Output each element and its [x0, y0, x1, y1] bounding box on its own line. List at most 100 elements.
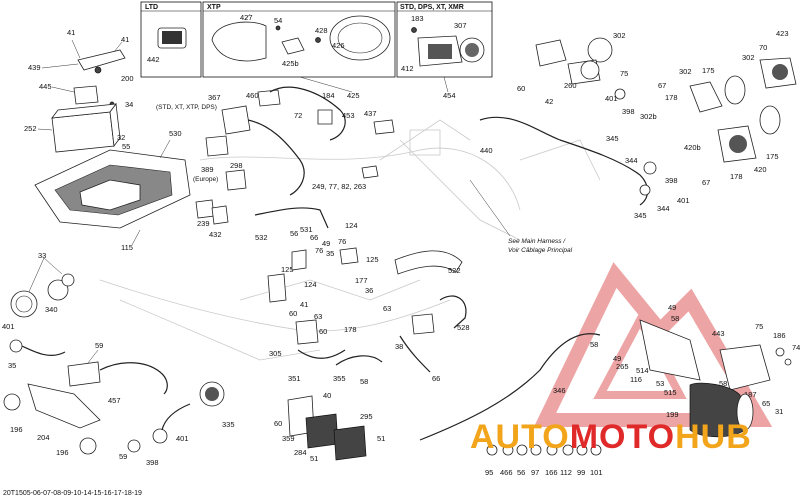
callout-443: 443 [712, 329, 725, 338]
callout-56-b: 56 [517, 468, 525, 477]
callout-515: 515 [664, 388, 677, 397]
callout-420: 420 [754, 165, 767, 174]
variant-box-xtp: XTP 427 54 425b 428 426 [202, 1, 396, 78]
callout-55: 55 [122, 142, 130, 151]
callout-439: 439 [28, 63, 41, 72]
callout-125-b: 125 [366, 255, 379, 264]
callout-187: 187 [744, 390, 757, 399]
variant-box-std: STD, DPS, XT, XMR 183 307 412 [396, 1, 493, 78]
callout-72: 72 [294, 111, 302, 120]
callout-166: 166 [545, 468, 558, 477]
callout-389: 389 [201, 165, 214, 174]
callout-344-b: 344 [625, 156, 638, 165]
callout-32: 32 [117, 133, 125, 142]
callout-101: 101 [590, 468, 603, 477]
callout-340: 340 [45, 305, 58, 314]
callout-51-b: 51 [377, 434, 385, 443]
callout-514: 514 [636, 366, 649, 375]
visor-427-shape [211, 21, 267, 62]
callout-66-b: 66 [432, 374, 440, 383]
callout-412: 412 [401, 64, 414, 73]
callout-35: 35 [326, 249, 334, 258]
callout-532: 532 [255, 233, 268, 242]
callout-125: 125 [281, 265, 294, 274]
callout-65: 65 [762, 399, 770, 408]
callout-398-r2: 398 [665, 176, 678, 185]
callout-186: 186 [773, 331, 786, 340]
note-europe: (Europe) [193, 176, 218, 183]
callout-426: 426 [332, 41, 345, 50]
callout-428: 428 [315, 26, 328, 35]
callout-51: 51 [310, 454, 318, 463]
callout-401-r: 401 [605, 94, 618, 103]
callout-423: 423 [776, 29, 789, 38]
callout-401-r2: 401 [677, 196, 690, 205]
callout-95: 95 [485, 468, 493, 477]
callout-298: 298 [230, 161, 243, 170]
note-367-models: (STD, XT, XTP, DPS) [156, 104, 217, 111]
callout-351: 351 [288, 374, 301, 383]
watermark-part3: HUB [675, 418, 752, 456]
callout-178-r: 178 [665, 93, 678, 102]
note-see-main-harness-fr: Voir Câblage Principal [508, 247, 573, 254]
callout-398-r: 398 [622, 107, 635, 116]
callout-34: 34 [125, 100, 133, 109]
callout-442: 442 [147, 55, 160, 64]
callout-42: 42 [545, 97, 553, 106]
hardware-row: 95 466 56 97 166 112 99 101 [485, 444, 603, 477]
callout-199: 199 [666, 410, 679, 419]
callout-41-b: 41 [121, 35, 129, 44]
callout-249-77-82-263: 249, 77, 82, 263 [312, 182, 366, 191]
callout-528: 528 [457, 323, 470, 332]
callout-196-b: 196 [56, 448, 69, 457]
callout-33: 33 [38, 251, 46, 260]
variant-box-ltd-title: LTD [145, 4, 158, 11]
callout-302b: 302b [640, 112, 657, 121]
callout-60-b: 60 [319, 327, 327, 336]
callout-295: 295 [360, 412, 373, 421]
callout-67-b: 67 [702, 178, 710, 187]
callout-200: 200 [121, 74, 134, 83]
callout-454: 454 [443, 91, 456, 100]
callout-196: 196 [10, 425, 23, 434]
callout-420b: 420b [684, 143, 701, 152]
cluster-426-shape [329, 15, 391, 61]
callout-112: 112 [560, 468, 572, 477]
callout-70: 70 [759, 43, 767, 52]
callout-63: 63 [383, 304, 391, 313]
callout-63-b: 63 [314, 312, 322, 321]
callout-184: 184 [322, 91, 335, 100]
callout-425: 425 [347, 91, 360, 100]
variant-box-xtp-title: XTP [207, 4, 221, 11]
callout-305: 305 [269, 349, 282, 358]
handlebar-switches: 460 367 (STD, XT, XTP, DPS) 389 (Europe)… [156, 86, 395, 242]
callout-239: 239 [197, 219, 210, 228]
callout-38: 38 [395, 342, 403, 351]
left-lights: 33 340 401 35 59 457 196 204 196 59 398 … [2, 251, 235, 467]
callout-445: 445 [39, 82, 52, 91]
callout-76-b: 76 [338, 237, 346, 246]
callout-74: 74 [792, 343, 800, 352]
callout-367: 367 [208, 93, 221, 102]
callout-425b: 425b [282, 59, 299, 68]
battery-252-shape [51, 111, 115, 153]
callout-40: 40 [323, 391, 331, 400]
callout-401: 401 [2, 322, 15, 331]
battery-tray-530: 530 115 [34, 129, 191, 252]
callout-177: 177 [355, 276, 368, 285]
callout-58: 58 [360, 377, 368, 386]
callout-58-r: 58 [671, 314, 679, 323]
callout-345-a: 345 [606, 134, 619, 143]
callout-49-r: 49 [668, 303, 676, 312]
bracket-204-shape [27, 383, 101, 429]
callout-432: 432 [209, 230, 222, 239]
callout-427: 427 [240, 13, 253, 22]
callout-116: 116 [630, 375, 642, 384]
callout-60-d: 60 [517, 84, 525, 93]
callout-531: 531 [300, 225, 313, 234]
callout-115: 115 [121, 243, 133, 252]
callout-178: 178 [344, 325, 357, 334]
see-main-harness-note: See Main Harness / Voir Câblage Principa… [469, 179, 573, 254]
callout-355: 355 [333, 374, 346, 383]
watermark-part2: MOTO [569, 418, 676, 456]
